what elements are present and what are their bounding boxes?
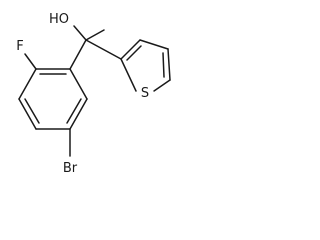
bond-carbinol-thiophene bbox=[85, 39, 122, 60]
bond-carbinol-methyl bbox=[85, 29, 105, 41]
ring-double-bond bbox=[162, 52, 165, 78]
hydroxyl-label: HO bbox=[49, 12, 69, 27]
fluorine-label: F bbox=[16, 39, 23, 54]
bromine-label: Br bbox=[63, 161, 78, 176]
ring-bond bbox=[69, 98, 88, 130]
thiophene-ring bbox=[120, 39, 171, 92]
ring-bond bbox=[120, 58, 137, 92]
ring-bond bbox=[139, 39, 169, 50]
ring-double-bond bbox=[66, 98, 82, 124]
ring-bond bbox=[153, 79, 171, 92]
bond-carbinol-aryl bbox=[69, 39, 87, 70]
ring-double-bond bbox=[126, 45, 142, 61]
ring-double-bond bbox=[24, 98, 40, 124]
benzene-ring bbox=[18, 68, 88, 130]
ring-bond bbox=[69, 68, 88, 100]
bond-aryl-fluorine bbox=[24, 53, 37, 70]
ring-bond bbox=[167, 48, 171, 81]
ring-bond bbox=[18, 98, 37, 130]
bond-carbinol-hydroxyl bbox=[73, 25, 87, 41]
ring-bond bbox=[18, 68, 37, 100]
sulfur-label: S bbox=[141, 86, 149, 101]
ring-bond bbox=[120, 39, 141, 60]
chemical-structure: HO F S Br bbox=[16, 12, 171, 176]
